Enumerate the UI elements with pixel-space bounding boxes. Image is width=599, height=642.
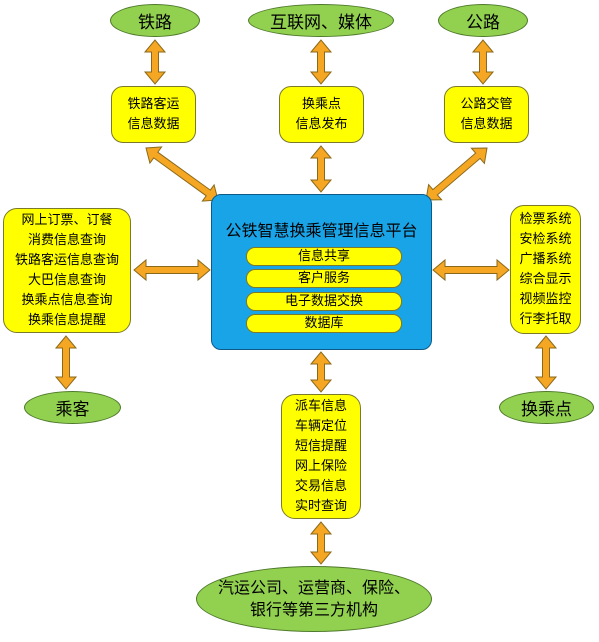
platform-module-database: 数据库	[246, 314, 402, 333]
dispatch-service-item: 派车信息	[294, 398, 347, 414]
platform-module-customer-service: 客户服务	[246, 269, 402, 288]
arrow-highway	[471, 39, 495, 85]
arrow-passenger-services-platform	[133, 258, 211, 282]
highway-data-box: 公路交管 信息数据	[444, 86, 529, 143]
passenger-service-item: 大巴信息查询	[27, 272, 106, 288]
station-system-item: 安检系统	[519, 231, 572, 247]
arrow-platform-dispatch	[309, 351, 333, 393]
railway-data-line: 铁路客运	[127, 96, 180, 112]
arrow-internet-media	[309, 39, 333, 85]
railway-data-box: 铁路客运 信息数据	[111, 86, 196, 143]
station-system-item: 综合显示	[519, 271, 572, 287]
dispatch-service-item: 交易信息	[294, 478, 347, 494]
arrow-platform-station-systems	[432, 258, 510, 282]
highway-data-line: 公路交管	[460, 96, 513, 112]
passenger-ellipse: 乘客	[24, 391, 121, 424]
railway-label: 铁路	[138, 13, 172, 33]
arrow-highway-data-platform	[425, 147, 488, 201]
passenger-service-item: 换乘信息提醒	[27, 312, 106, 328]
dispatch-service-item: 车辆定位	[294, 418, 347, 434]
arrow-transfer-point	[534, 335, 558, 390]
platform-box: 公铁智慧换乘管理信息平台 信息共享 客户服务 电子数据交换 数据库	[211, 194, 432, 350]
transfer-publish-line: 信息发布	[295, 116, 348, 132]
highway-ellipse: 公路	[438, 4, 528, 37]
third-party-ellipse: 汽运公司、运营商、保险、 银行等第三方机构	[196, 566, 432, 632]
third-party-line: 汽运公司、运营商、保险、	[217, 578, 410, 597]
station-systems-box: 检票系统 安检系统 广播系统 综合显示 视频监控 行李托取	[510, 205, 581, 334]
dispatch-services-box: 派车信息 车辆定位 短信提醒 网上保险 交易信息 实时查询	[281, 394, 361, 519]
internet-media-ellipse: 互联网、媒体	[248, 4, 394, 37]
station-system-item: 检票系统	[519, 211, 572, 227]
platform-module-info-sharing: 信息共享	[246, 247, 402, 266]
dispatch-service-item: 实时查询	[294, 498, 347, 514]
arrow-passenger	[54, 335, 78, 390]
passenger-service-item: 换乘点信息查询	[21, 292, 113, 308]
transfer-point-ellipse: 换乘点	[499, 391, 594, 424]
station-system-item: 视频监控	[519, 291, 572, 307]
transfer-point-label: 换乘点	[521, 400, 572, 420]
passenger-service-item: 网上订票、订餐	[21, 212, 113, 228]
passenger-service-item: 铁路客运信息查询	[14, 252, 119, 268]
station-system-item: 行李托取	[519, 311, 572, 327]
transfer-publish-line: 换乘点	[301, 96, 341, 112]
third-party-line: 银行等第三方机构	[249, 600, 378, 619]
arrow-railway-data-platform	[145, 146, 219, 202]
highway-data-line: 信息数据	[460, 116, 513, 132]
highway-label: 公路	[466, 13, 500, 33]
platform-title: 公铁智慧换乘管理信息平台	[225, 221, 418, 240]
arrow-dispatch-third-party	[309, 521, 333, 565]
transfer-publish-box: 换乘点 信息发布	[279, 86, 364, 143]
railway-ellipse: 铁路	[110, 4, 200, 37]
arrow-transfer-publish-platform	[309, 145, 333, 193]
internet-media-label: 互联网、媒体	[270, 13, 372, 33]
passenger-service-item: 消费信息查询	[27, 232, 106, 248]
dispatch-service-item: 网上保险	[294, 458, 347, 474]
platform-module-edi: 电子数据交换	[246, 292, 402, 311]
dispatch-service-item: 短信提醒	[294, 438, 347, 454]
arrow-railway	[143, 39, 167, 85]
station-system-item: 广播系统	[519, 251, 572, 267]
railway-data-line: 信息数据	[127, 116, 180, 132]
passenger-services-box: 网上订票、订餐 消费信息查询 铁路客运信息查询 大巴信息查询 换乘点信息查询 换…	[3, 208, 131, 333]
passenger-label: 乘客	[55, 400, 90, 420]
